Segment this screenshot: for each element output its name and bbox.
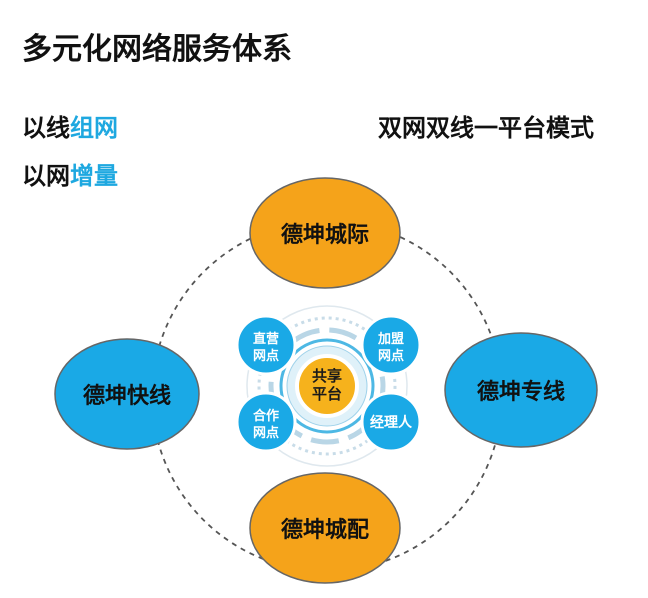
node-city-delivery [249, 472, 401, 584]
center-hub [246, 305, 408, 467]
tagline-increase-by-network: 以网增量 [22, 156, 118, 191]
franchise-outlet-label-2: 网点 [378, 348, 404, 364]
node-express-line-label: 德坤快线 [83, 383, 171, 409]
partner-outlet-label-1: 合作 [253, 408, 279, 424]
partner-outlet-label-2: 网点 [253, 425, 279, 441]
tagline-network-by-line: 以线组网 [22, 108, 118, 143]
node-express-line [54, 338, 200, 450]
manager-label: 经理人 [370, 414, 413, 431]
node-intercity [249, 177, 401, 289]
shared-platform-label-1: 共享 [312, 367, 342, 385]
node-dedicated-line [444, 332, 598, 448]
tagline-1-highlight: 组网 [70, 114, 118, 142]
manager-node [360, 391, 422, 453]
tagline-2-highlight: 增量 [70, 162, 118, 190]
shared-platform-label-2: 平台 [312, 385, 342, 403]
tagline-2-prefix: 以网 [22, 162, 70, 190]
direct-outlet-label-2: 网点 [253, 348, 279, 364]
node-intercity-label: 德坤城际 [281, 222, 369, 248]
node-city-delivery-label: 德坤城配 [281, 517, 369, 543]
partner-outlet-node [235, 391, 297, 453]
direct-outlet-label-1: 直营 [253, 331, 279, 347]
tagline-1-prefix: 以线 [22, 114, 70, 142]
direct-outlet-node [235, 314, 297, 376]
diagram-title: 多元化网络服务体系 [22, 32, 292, 67]
node-dedicated-line-label: 德坤专线 [477, 379, 565, 405]
franchise-outlet-label-1: 加盟 [377, 331, 404, 347]
mode-label: 双网双线一平台模式 [378, 114, 594, 142]
shared-platform-core [295, 354, 359, 418]
franchise-outlet-node [360, 314, 422, 376]
